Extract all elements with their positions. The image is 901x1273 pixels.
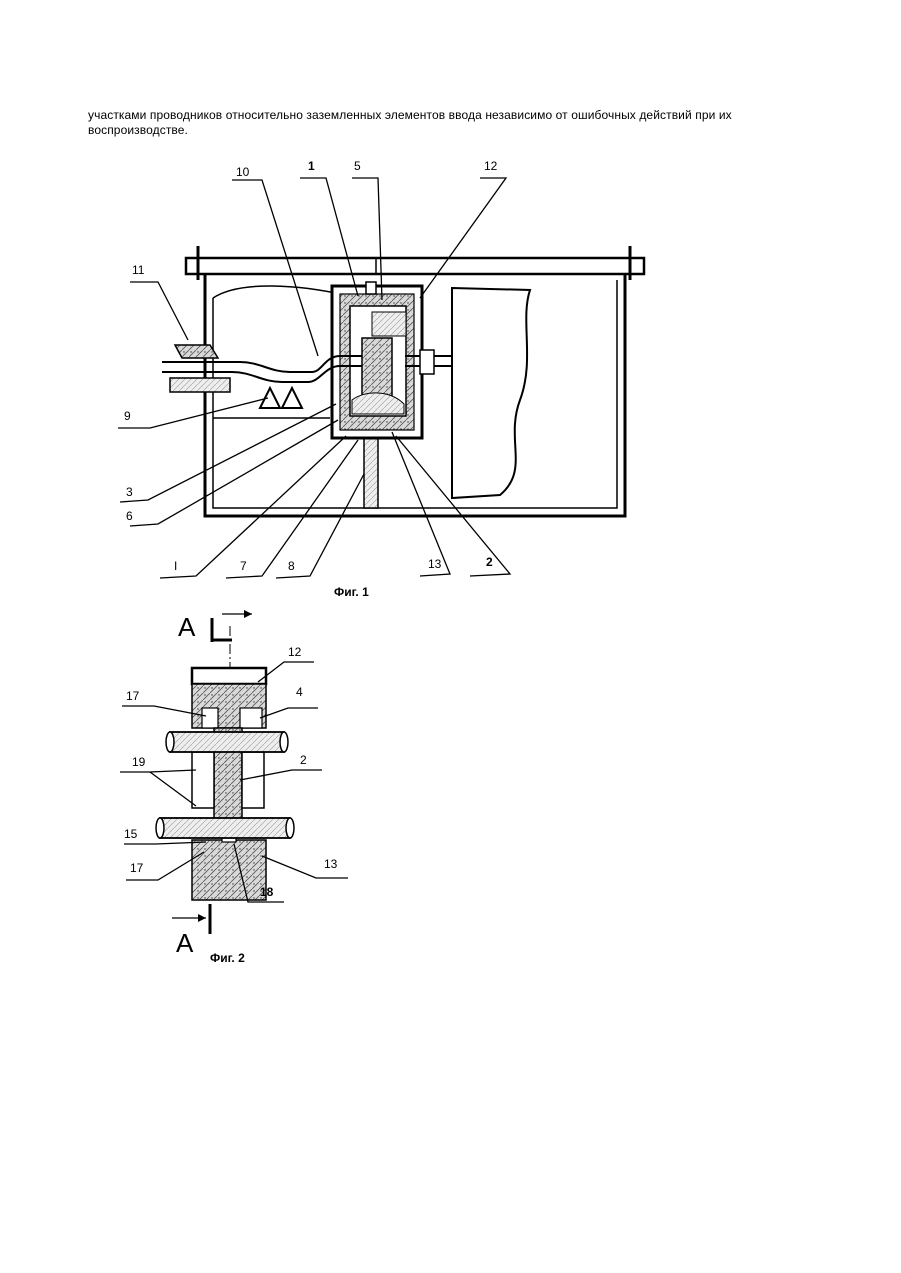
label-3: 3 bbox=[126, 485, 133, 499]
fig1-cover-plate bbox=[186, 246, 644, 280]
fig2-label-4: 4 bbox=[296, 685, 303, 699]
figure-1: 10 1 5 12 11 9 3 6 I 7 8 13 2 Фиг. 1 bbox=[118, 159, 644, 599]
fig1-caption: Фиг. 1 bbox=[334, 585, 369, 599]
section-label-top: А bbox=[178, 612, 196, 642]
label-2: 2 bbox=[486, 555, 493, 569]
fig2-label-17-bottom: 17 bbox=[130, 861, 144, 875]
figure-2: А А bbox=[120, 610, 348, 965]
label-7: 7 bbox=[240, 559, 247, 573]
label-5: 5 bbox=[354, 159, 361, 173]
fig2-label-2: 2 bbox=[300, 753, 307, 767]
fig2-label-19: 19 bbox=[132, 755, 146, 769]
fig2-caption: Фиг. 2 bbox=[210, 951, 245, 965]
label-9: 9 bbox=[124, 409, 131, 423]
label-10: 10 bbox=[236, 165, 250, 179]
label-1-bottom: I bbox=[174, 559, 177, 573]
label-1-top: 1 bbox=[308, 159, 315, 173]
fig2-label-18: 18 bbox=[260, 885, 274, 899]
fig2-label-13: 13 bbox=[324, 857, 338, 871]
fig1-insulator-block bbox=[332, 282, 422, 438]
fig2-label-12: 12 bbox=[288, 645, 302, 659]
label-13: 13 bbox=[428, 557, 442, 571]
fig2-label-17-top: 17 bbox=[126, 689, 140, 703]
label-12: 12 bbox=[484, 159, 498, 173]
section-label-bottom: А bbox=[176, 928, 194, 958]
label-6: 6 bbox=[126, 509, 133, 523]
fig2-label-15: 15 bbox=[124, 827, 138, 841]
fig2-body bbox=[192, 668, 266, 900]
label-11: 11 bbox=[132, 263, 145, 277]
label-8: 8 bbox=[288, 559, 295, 573]
